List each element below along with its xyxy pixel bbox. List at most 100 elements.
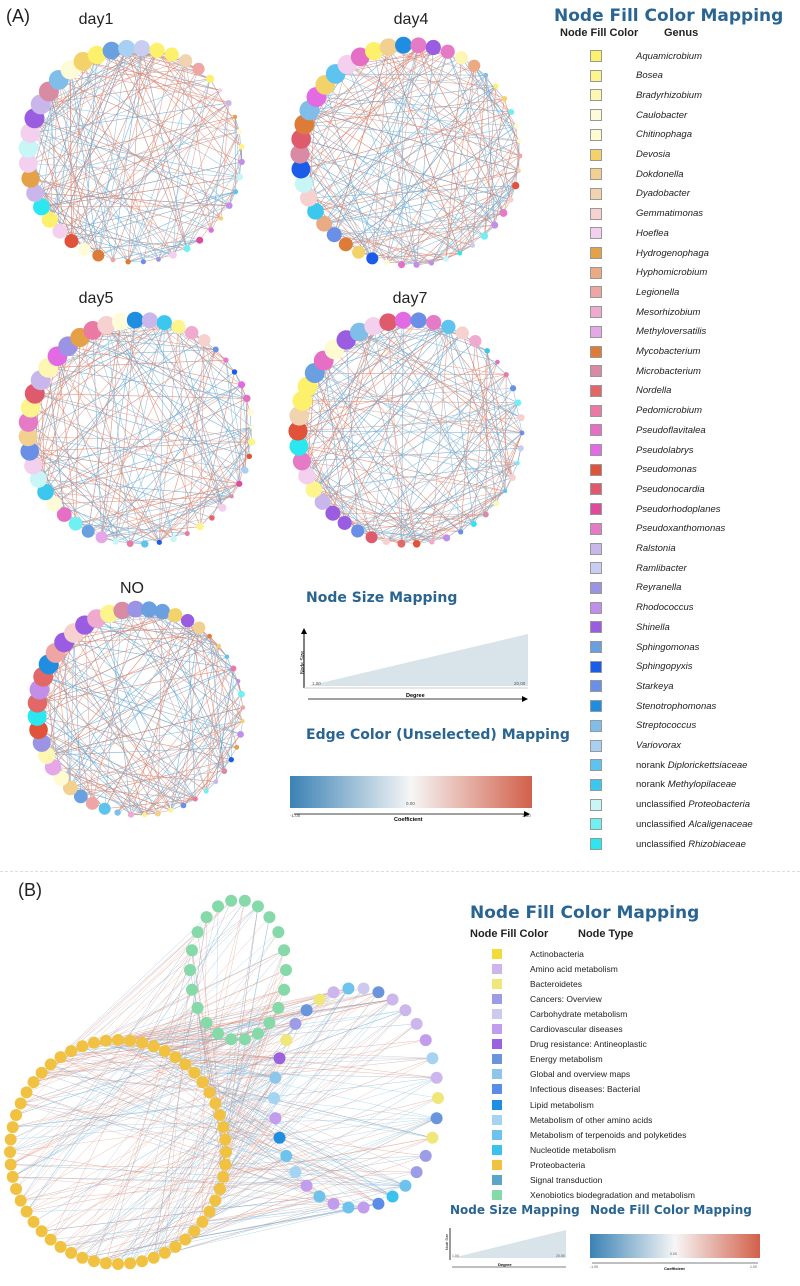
network-edge [27, 50, 112, 149]
network-node [158, 1246, 171, 1259]
network-edge [96, 54, 221, 91]
network-edge [164, 322, 232, 497]
network-edge [30, 54, 172, 134]
network-edge [373, 50, 495, 226]
network-node [112, 1034, 124, 1046]
legend-b-swatch [492, 1054, 502, 1065]
network-edge [130, 680, 239, 815]
network-edge [126, 48, 240, 178]
network-node [263, 1016, 276, 1029]
network-edge [484, 86, 497, 237]
network-edge [300, 138, 460, 254]
legend-a-item: Nordella [590, 381, 671, 401]
network-edge [57, 356, 76, 524]
network-edge [333, 47, 389, 235]
network-edge [30, 319, 136, 408]
legend-a-label: Gemmatimonas [636, 208, 704, 220]
network-edge [41, 1118, 276, 1232]
network-edge [344, 326, 449, 524]
network-edge [460, 490, 506, 533]
legend-a-swatch [590, 89, 602, 102]
network-edge [304, 44, 404, 125]
legend-a-item: Chitinophaga [590, 125, 692, 145]
network-edge [10, 1164, 406, 1186]
network-edge [9, 1077, 276, 1153]
network-edge [70, 69, 174, 256]
network-edge [48, 367, 246, 471]
network-node [364, 41, 384, 61]
legend-b-label: Cardiovascular diseases [530, 1024, 623, 1034]
network-node [118, 39, 136, 57]
network-edge [226, 656, 242, 695]
legend-a-item: Mesorhizobium [590, 302, 700, 322]
network-edge [70, 770, 225, 789]
network-edge [41, 742, 196, 800]
network-edge [34, 393, 116, 542]
network-edge [26, 906, 259, 1212]
legend-b-swatch [492, 1175, 502, 1185]
network-edge [30, 178, 114, 260]
legend-a-item: Methyloversatilis [590, 322, 706, 342]
network-node [501, 95, 508, 102]
network-edge [10, 1118, 276, 1140]
network-edge [70, 69, 240, 178]
network-edge [33, 1077, 276, 1223]
network-node [196, 236, 204, 244]
network-edge [344, 490, 506, 524]
network-node [484, 348, 490, 354]
network-edge [71, 1023, 417, 1254]
network-edge [49, 48, 127, 220]
network-edge [401, 432, 523, 544]
network-edge [334, 349, 475, 525]
network-edge [38, 384, 242, 480]
network-node [365, 531, 378, 544]
legend-a-label: Sphingomonas [636, 641, 700, 653]
network-node [192, 621, 206, 634]
network-edge [301, 461, 506, 492]
network-edge [82, 61, 144, 262]
network-edge [309, 110, 520, 142]
legend-b-item: Actinobacteria [492, 946, 584, 961]
network-node [102, 41, 121, 60]
network-edge [41, 205, 230, 208]
legend-a-swatch [590, 266, 602, 279]
network-node [168, 807, 174, 813]
network-node [480, 232, 489, 240]
network-edge [313, 322, 434, 490]
legend-a-item: Variovorax [590, 736, 681, 756]
network-node [98, 802, 111, 815]
network-edge [41, 1072, 437, 1119]
network-node [124, 1257, 137, 1270]
network-edge [332, 512, 486, 515]
network-edge [55, 652, 172, 811]
network-node [247, 409, 254, 416]
network-node [76, 1251, 89, 1264]
network-edge [157, 707, 244, 814]
legend-b-label: Infectious diseases: Bacterial [530, 1084, 641, 1095]
network-node [238, 143, 245, 150]
network-edge [93, 950, 285, 1043]
network-edge [48, 367, 247, 399]
network-edge [159, 349, 217, 543]
legend-b-label: Actinobacteria [530, 948, 584, 959]
network-edge [12, 1039, 426, 1128]
network-edge [371, 45, 419, 259]
network-edge [71, 60, 186, 242]
network-edge [101, 483, 240, 538]
network-node [251, 1027, 264, 1040]
network-edge [43, 676, 207, 792]
network-edge [297, 320, 419, 432]
network-node [127, 600, 145, 618]
legend-a-label: Reyranella [636, 582, 682, 594]
network-edge [48, 359, 226, 368]
network-edge [345, 339, 358, 532]
network-edge [344, 322, 434, 524]
network-edge [225, 360, 246, 471]
network-node [216, 643, 222, 648]
legend-a-col-color: Node Fill Color [560, 27, 639, 39]
network-node [141, 812, 147, 818]
network-edge [183, 627, 200, 806]
network-node [273, 1131, 286, 1144]
legend-a-label: Mesorhizobium [636, 306, 701, 318]
legend-b-label: Signal transduction [530, 1175, 603, 1185]
